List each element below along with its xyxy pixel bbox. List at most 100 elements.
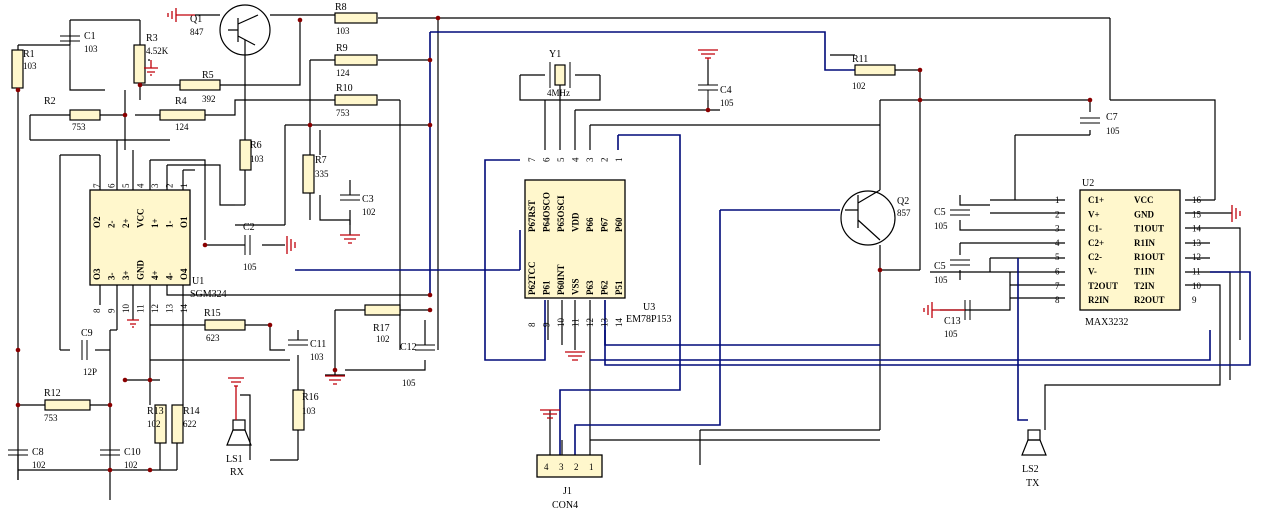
u3-pin-number: 1 (614, 158, 624, 163)
u1-pin-name: VCC (136, 209, 146, 229)
connector-j1: 4 3 2 1 J1 CON4 (536, 454, 603, 511)
u3-ref: U3 (643, 302, 655, 313)
r17-ref: R17 (373, 323, 390, 334)
c2-ref: C2 (243, 222, 255, 233)
u2-pin-name: VCC (1134, 195, 1154, 205)
u3-pin-name: P66 (585, 217, 595, 232)
u1-pin-name: 1+ (150, 218, 160, 228)
j1-value: CON4 (552, 500, 578, 511)
u2-pin-number: 10 (1192, 281, 1202, 291)
u1-pin-name: O1 (179, 216, 189, 228)
ls1-ref: LS1 (226, 454, 243, 465)
ls1-value: RX (230, 467, 245, 478)
u2-pin-name: R1OUT (1134, 252, 1165, 262)
r16-ref: R16 (302, 392, 319, 403)
resistor-r6 (239, 139, 252, 171)
r8-ref: R8 (335, 2, 347, 13)
ls2-ref: LS2 (1022, 464, 1039, 475)
resistor-r9 (334, 54, 378, 66)
u1-pin-name: 3- (107, 273, 117, 281)
u1-pin-number: 10 (121, 304, 131, 314)
u3-pin-number: 7 (527, 157, 537, 162)
resistor-r16 (292, 389, 305, 431)
u3-pin-name: P62 (600, 280, 610, 295)
c3-value: 102 (362, 207, 376, 217)
c4-value: 105 (720, 98, 734, 108)
u1-pin-number: 7 (92, 183, 102, 188)
u2-pin-number: 7 (1055, 281, 1060, 291)
r6-ref: R6 (250, 140, 262, 151)
u1-pin-number: 6 (107, 183, 117, 188)
r5-value: 392 (202, 94, 216, 104)
r6-value: 103 (250, 154, 264, 164)
r5-ref: R5 (202, 70, 214, 81)
ground-icon (540, 409, 560, 419)
u2-pin-name: T2OUT (1088, 281, 1118, 291)
r16-value: 103 (302, 406, 316, 416)
u3-pin-name: P60 (614, 217, 624, 232)
u2-pin-number: 12 (1192, 252, 1201, 262)
r3-value: 4.52K (146, 46, 169, 56)
r4-value: 124 (175, 122, 189, 132)
u3-pin-number: 14 (614, 318, 624, 328)
r10-ref: R10 (336, 83, 353, 94)
r4-ref: R4 (175, 96, 187, 107)
resistors-horizontal: R8 103 R9 124 R10 753 R5 392 R4 124 R2 7… (44, 2, 896, 423)
u2-pin-number: 6 (1055, 267, 1060, 277)
y1-ref: Y1 (549, 49, 561, 60)
r1-ref: R1 (23, 49, 35, 60)
ground-icon (228, 377, 244, 420)
resistor-r5 (179, 79, 221, 91)
c9-ref: C9 (81, 328, 93, 339)
u1-pin-name: 4+ (150, 270, 160, 280)
u1-pin-number: 5 (121, 183, 131, 188)
u1-pin-name: 2- (107, 221, 117, 229)
u1-ref: U1 (192, 276, 204, 287)
ground-icon (127, 319, 139, 328)
j1-pin-4: 4 (544, 462, 549, 472)
resistor-r15 (204, 319, 246, 331)
resistor-r7 (302, 154, 315, 194)
r14-value: 622 (183, 419, 197, 429)
u2-pin-number: 16 (1192, 195, 1202, 205)
c1-value: 103 (84, 44, 98, 54)
r3-ref: R3 (146, 33, 158, 44)
u2-pin-number: 4 (1055, 238, 1060, 248)
q1-value: 847 (190, 27, 204, 37)
u2-pin-name: T1IN (1134, 267, 1155, 277)
u2-pin-number: 13 (1192, 238, 1202, 248)
u2-pin-number: 14 (1192, 224, 1202, 234)
c11-ref: C11 (310, 339, 326, 350)
r2-value: 753 (72, 122, 86, 132)
c12-value: 105 (402, 378, 416, 388)
u2-pin-name: T1OUT (1134, 224, 1164, 234)
u1-pin-name: GND (136, 260, 146, 281)
u1-pin-name: 3+ (121, 270, 131, 280)
ls2-value: TX (1026, 478, 1040, 489)
u3-pin-number: 3 (585, 157, 595, 162)
ground-icon (167, 8, 195, 22)
ground-icon (325, 375, 345, 385)
ground-icon (340, 234, 360, 244)
u1-value: SGM324 (190, 289, 227, 300)
u3-pin-name: P61 (542, 280, 552, 295)
u2-pin-name: V- (1088, 267, 1097, 277)
u2-pin-name: C1+ (1088, 195, 1104, 205)
c9-value: 12P (83, 367, 97, 377)
crystal-y1: Y1 4MHz (547, 49, 571, 98)
r17-value: 102 (376, 334, 390, 344)
transistor-q1: Q1 847 (190, 4, 271, 56)
u3-pin-name: P60INT (556, 264, 566, 295)
u3-pin-name: VSS (571, 278, 581, 295)
ground-icon (144, 60, 158, 76)
u2-pin-name: C2- (1088, 252, 1102, 262)
r9-ref: R9 (336, 43, 348, 54)
c5-lower-ref: C5 (934, 261, 946, 272)
u1-pin-number: 9 (107, 308, 117, 313)
u1-pin-name: O4 (179, 268, 189, 280)
r7-value: 335 (315, 169, 329, 179)
ground-icon (565, 351, 585, 361)
u2-pin-number: 3 (1055, 224, 1060, 234)
